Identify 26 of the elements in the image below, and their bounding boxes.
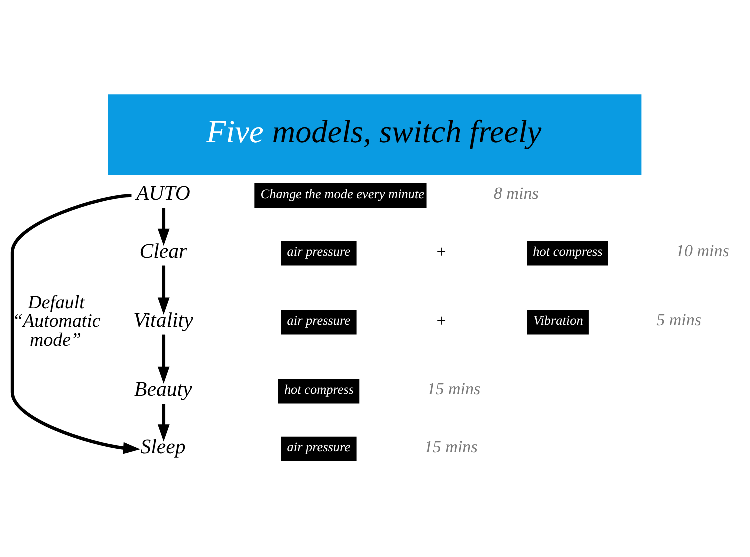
node-box: hot compress <box>527 241 608 266</box>
label: 15 mins <box>427 380 481 399</box>
node-text: AUTO <box>136 182 190 206</box>
arrow <box>158 334 170 384</box>
label: 8 mins <box>494 184 539 203</box>
node-box: air pressure <box>281 436 357 462</box>
diagram-title: Five models, switch freely <box>206 114 542 150</box>
node-text: Vitality <box>134 308 194 332</box>
node-box: air pressure <box>281 241 357 266</box>
label: 10 mins <box>676 242 730 261</box>
node-box: hot compress <box>278 379 360 404</box>
node-box: air pressure <box>281 310 357 335</box>
arrow <box>158 266 170 315</box>
arrow <box>158 404 170 442</box>
label: + <box>436 242 446 262</box>
arrow <box>10 194 140 454</box>
label: 5 mins <box>656 310 702 330</box>
edge-label: Default “Automatic mode” <box>12 292 101 352</box>
node-text: Clear <box>140 240 188 263</box>
node-text: Sleep <box>140 436 186 459</box>
node-box: Vibration <box>528 310 589 335</box>
arrow <box>158 208 170 246</box>
label: 15 mins <box>424 437 478 456</box>
label: + <box>436 312 446 331</box>
node-text: Beauty <box>134 378 192 401</box>
node-box: Change the mode every minute <box>254 183 427 208</box>
